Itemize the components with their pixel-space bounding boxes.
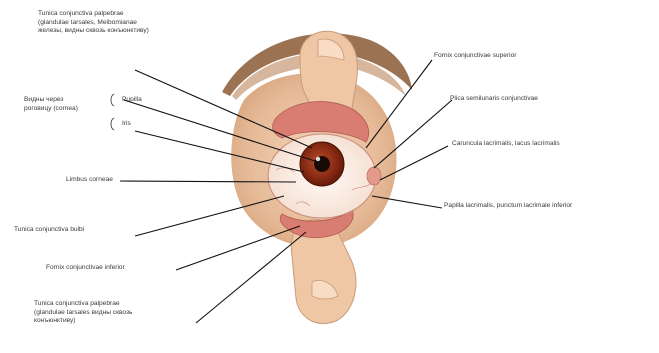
label-palpebral-conjunctiva-top: Tunica conjunctiva palpebrae (glandulae … — [38, 10, 149, 36]
label-papilla-lacrimalis: Papilla lacrimalis, punctum lacrimale in… — [444, 202, 572, 211]
leader-palpebral-bottom — [196, 232, 306, 323]
label-palpebral-conjunctiva-bottom: Tunica conjunctiva palpebrae (glandulae … — [34, 300, 132, 326]
label-conjunctiva-bulbi: Tunica conjunctiva bulbi — [14, 226, 84, 235]
leader-iris — [135, 131, 304, 172]
leader-limbus — [120, 181, 296, 182]
leader-fornix-inf — [176, 226, 300, 270]
leader-palpebral-top — [135, 70, 312, 148]
label-pupilla: Pupilla — [122, 96, 142, 105]
leader-bulbi — [135, 196, 284, 236]
label-fornix-inferior: Fornix conjunctivae inferior — [46, 264, 125, 273]
leader-lacus — [380, 146, 448, 180]
leader-fornix-sup — [366, 60, 432, 148]
leader-plica-lac — [372, 196, 442, 208]
brace-iris — [111, 118, 114, 130]
label-plica-semilunaris: Plica semilunaris conjunctivae — [450, 95, 538, 104]
leader-pupilla — [124, 100, 318, 162]
leader-plica-semi — [374, 100, 452, 168]
label-limbus-corneae: Limbus corneae — [66, 176, 113, 185]
brace-pupilla — [111, 94, 114, 106]
label-iris: Iris — [122, 120, 131, 129]
label-caruncula-lacus: Caruncula lacrimalis, lacus lacrimalis — [452, 140, 560, 149]
label-fornix-superior: Fornix conjunctivae superior — [434, 52, 516, 61]
label-brace-group: Видны через роговицу (cornea) — [24, 96, 78, 113]
